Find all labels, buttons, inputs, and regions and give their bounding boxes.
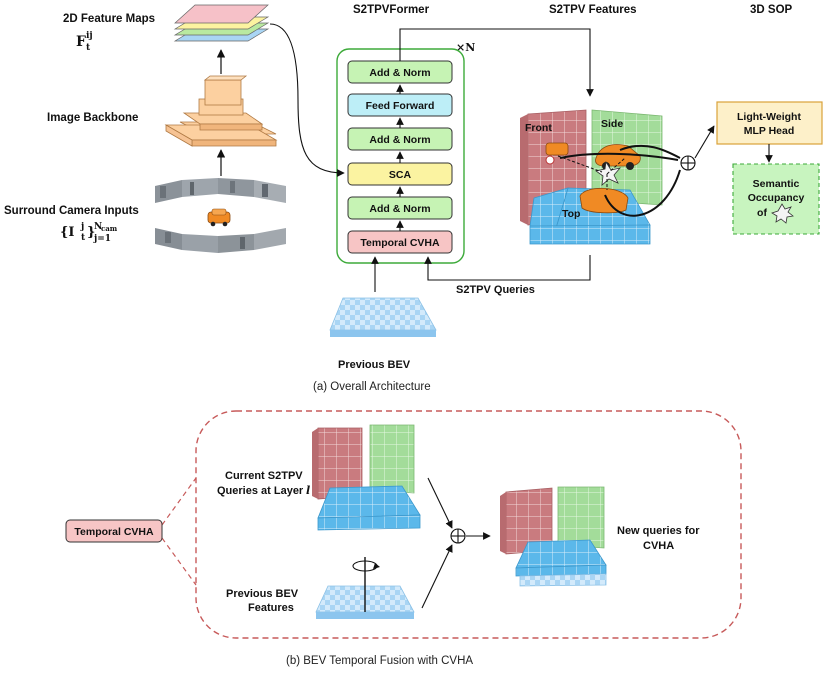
tpv-planes-main — [520, 109, 663, 245]
former-block-label: SCA — [389, 169, 412, 181]
inputs-set-sup: N — [94, 222, 102, 232]
car-projection-icons — [545, 142, 641, 214]
temporal-cvha-callout-label: Temporal CVHA — [74, 526, 154, 538]
s2tpv-features-title: S2TPV Features — [549, 4, 637, 16]
image-backbone-pyramid — [164, 75, 278, 147]
prev-bev-features-line1: Previous BEV — [226, 588, 299, 600]
projection-lines — [557, 144, 681, 217]
feature-maps-group — [173, 4, 270, 42]
layer-symbol: l — [306, 484, 310, 497]
inputs-close: } — [87, 225, 95, 240]
query-star-icon — [771, 203, 794, 224]
inputs-set-sup-sub: cam — [101, 224, 118, 233]
arrow-current-to-fusion — [427, 477, 453, 529]
inputs-sup: j — [80, 222, 84, 232]
prev-bev-features-line2: Features — [248, 602, 294, 614]
new-queries-line1: New queries for — [617, 525, 700, 537]
former-block-1: Feed Forward — [347, 93, 453, 117]
former-block-0: Add & Norm — [347, 60, 453, 84]
new-queries-tpv — [500, 486, 607, 587]
inputs-symbol: {I — [60, 225, 74, 240]
top-label: Top — [562, 208, 580, 220]
surround-inputs-label: Surround Camera Inputs — [4, 205, 139, 217]
mlp-head-line1: Light-Weight — [737, 111, 801, 123]
ego-car-icon — [207, 208, 231, 227]
side-label: Side — [601, 118, 623, 130]
callout-line-top — [161, 477, 197, 526]
surround-camera-images — [155, 178, 286, 253]
mlp-head-box — [716, 101, 823, 145]
previous-bev-features — [315, 557, 415, 619]
semantic-line3: of — [757, 207, 767, 219]
feature-maps-sub: t — [86, 43, 91, 53]
front-label: Front — [525, 122, 552, 134]
former-block-5: Temporal CVHA — [347, 230, 453, 254]
arrow-features-to-sca — [269, 23, 345, 177]
feature-maps-sup: ij — [86, 31, 93, 41]
caption-b: (b) BEV Temporal Fusion with CVHA — [286, 655, 473, 667]
feature-map-pink — [174, 4, 269, 24]
inputs-set-sub: j=1 — [93, 234, 111, 244]
former-block-label: Add & Norm — [369, 203, 430, 215]
former-block-2: Add & Norm — [347, 127, 453, 151]
former-block-label: Add & Norm — [369, 67, 430, 79]
current-queries-line2: Queries at Layer — [217, 485, 304, 497]
cvha-detail-container — [195, 410, 742, 639]
former-block-label: Add & Norm — [369, 134, 430, 146]
arrow-bev-to-fusion — [421, 544, 453, 609]
feature-maps-symbol: F — [76, 34, 86, 50]
s2tpvformer-title: S2TPVFormer — [353, 4, 430, 16]
s2tpv-queries-label: S2TPV Queries — [456, 284, 535, 296]
current-tpv-queries — [312, 424, 421, 531]
former-block-4: Add & Norm — [347, 196, 453, 220]
feature-maps-label: 2D Feature Maps — [63, 13, 155, 25]
caption-a: (a) Overall Architecture — [313, 381, 431, 393]
former-block-label: Feed Forward — [366, 100, 435, 112]
current-queries-line1: Current S2TPV — [225, 470, 303, 482]
arrow-former-to-tpv — [399, 28, 594, 97]
arrow-s2tpv-queries — [424, 255, 591, 281]
former-block-label: Temporal CVHA — [360, 237, 440, 249]
image-backbone-label: Image Backbone — [47, 112, 138, 124]
new-queries-line2: CVHA — [643, 540, 674, 552]
temporal-cvha-callout — [65, 519, 163, 543]
previous-bev-grid — [329, 297, 437, 337]
mlp-head-line2: MLP Head — [744, 125, 795, 137]
sop-title: 3D SOP — [750, 4, 793, 16]
callout-line-bottom — [161, 537, 197, 586]
inputs-sub: t — [81, 233, 86, 243]
former-block-3: SCA — [347, 162, 453, 186]
previous-bev-label: Previous BEV — [338, 359, 411, 371]
times-n-label: ×N — [456, 41, 475, 54]
arrow-to-mlp — [694, 125, 715, 159]
semantic-line1: Semantic — [753, 178, 800, 190]
semantic-line2: Occupancy — [748, 192, 805, 204]
